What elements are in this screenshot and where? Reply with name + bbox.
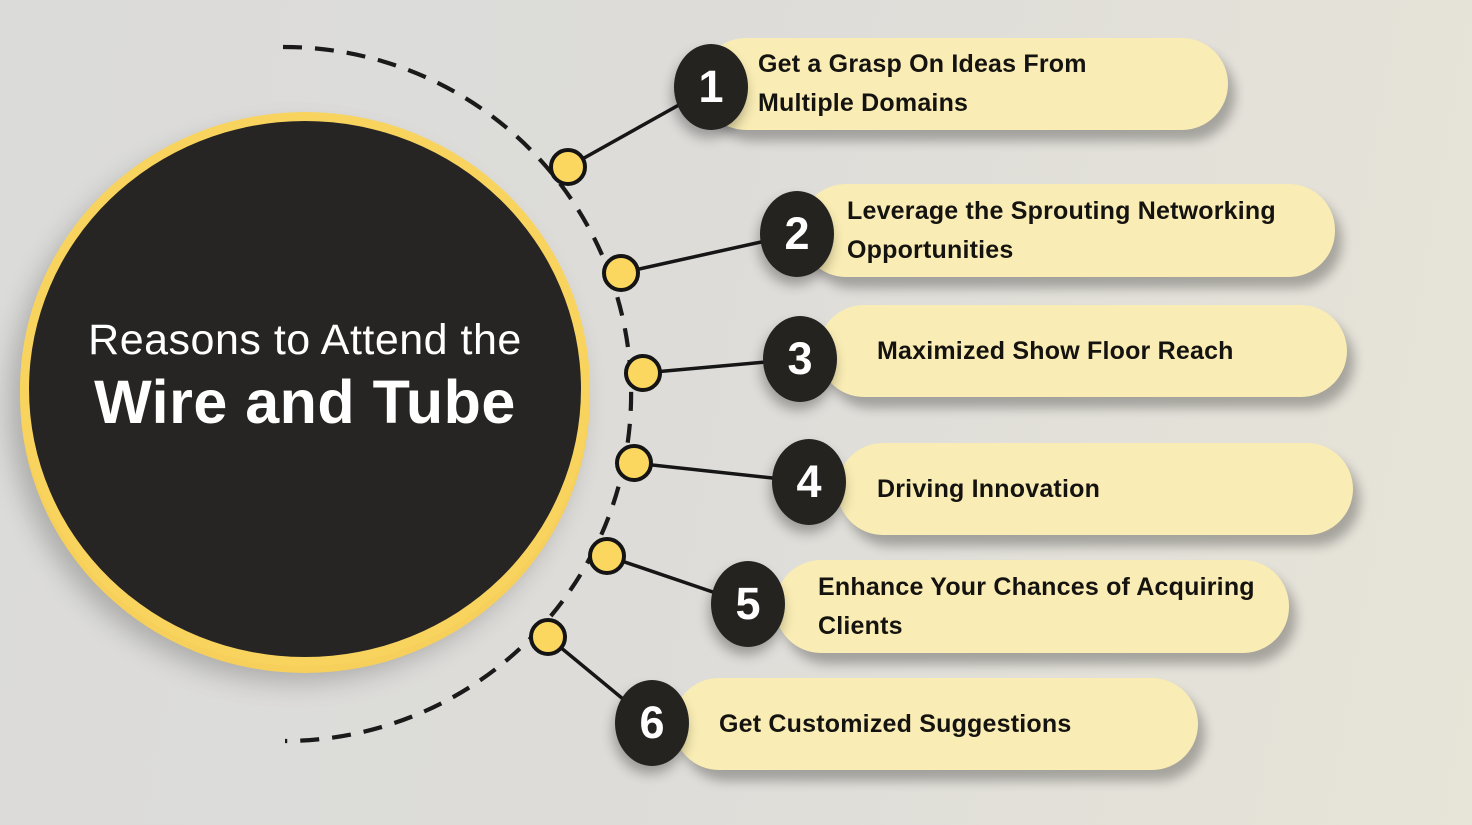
reason-number-4-text: 4 [796,456,822,507]
node-dot-5 [588,537,626,575]
reason-label-3: Maximized Show Floor Reach [877,336,1234,365]
node-dot-3 [624,354,662,392]
reason-pill-6: Get Customized Suggestions [673,678,1198,770]
reason-number-3: 3 [763,316,837,402]
reason-number-6-text: 6 [639,697,665,748]
reason-label-2: Leverage the Sprouting Networking Opport… [847,196,1276,264]
node-dot-6 [529,618,567,656]
reason-number-5-text: 5 [735,578,761,629]
reason-number-6: 6 [615,680,689,766]
reason-pill-2: Leverage the Sprouting Networking Opport… [800,184,1335,277]
reason-number-4: 4 [772,439,846,525]
node-dot-1 [549,148,587,186]
reason-label-5: Enhance Your Chances of Acquiring Client… [818,572,1255,640]
reason-label-1: Get a Grasp On Ideas From Multiple Domai… [758,50,1087,117]
reason-pill-3: Maximized Show Floor Reach [818,305,1347,397]
reason-number-1-text: 1 [698,61,724,112]
reason-pill-5: Enhance Your Chances of Acquiring Client… [775,560,1289,653]
dashed-arc [282,44,634,744]
reason-pill-1: Get a Grasp On Ideas From Multiple Domai… [700,38,1228,130]
reason-number-2: 2 [760,191,834,277]
central-title-circle: Reasons to Attend the Wire and Tube [20,112,590,666]
reason-number-3-text: 3 [787,333,813,384]
reason-number-5: 5 [711,561,785,647]
reason-number-1: 1 [674,44,748,130]
reason-label-4: Driving Innovation [877,474,1101,503]
reason-label-6: Get Customized Suggestions [719,709,1072,738]
node-dot-4 [615,444,653,482]
page-title: Reasons to Attend the Wire and Tube [88,319,522,433]
page-title-line1: Reasons to Attend the [88,316,522,364]
reason-pill-4: Driving Innovation [837,443,1353,535]
node-dot-2 [602,254,640,292]
reason-number-2-text: 2 [784,208,810,259]
page-title-line2: Wire and Tube [94,368,516,436]
